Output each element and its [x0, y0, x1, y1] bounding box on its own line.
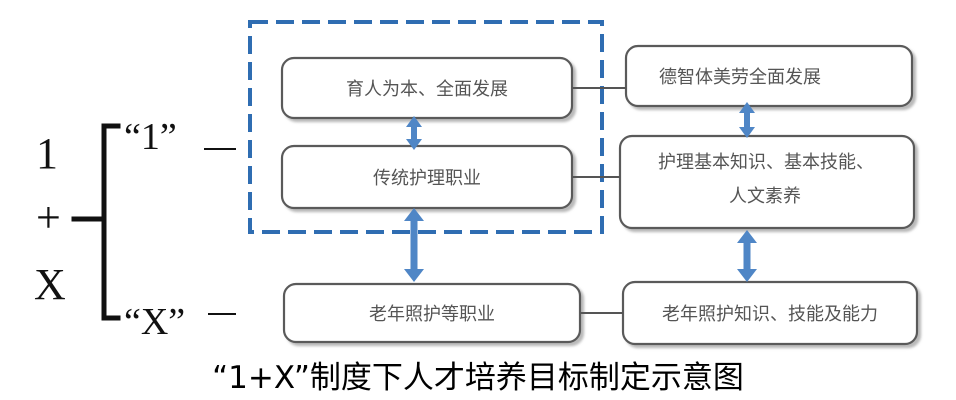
node-nursing-knowledge-line1: 护理基本知识、基本技能、 [658, 152, 874, 173]
node-nursing-knowledge-box [618, 134, 916, 230]
node-elderly-care-jobs-text: 老年照护等职业 [369, 304, 495, 325]
node-elderly-care-skills-text: 老年照护知识、技能及能力 [662, 304, 878, 325]
left-label-1: 1 [36, 129, 58, 178]
arrow-left-bottom [404, 208, 424, 282]
arrow-right-top [739, 102, 755, 138]
left-label-x: X [34, 260, 66, 309]
node-moral-intellectual-physical-box [624, 44, 914, 108]
node-moral-intellectual-physical-text: 德智体美劳全面发展 [659, 67, 821, 88]
diagram-caption: “1+X”制度下人才培养目标制定示意图 [212, 360, 744, 396]
arrow-left-top [406, 116, 422, 150]
brace-line [71, 123, 121, 321]
left-label-plus: + [36, 193, 61, 242]
node-nursing-knowledge-line2: 人文素养 [729, 186, 801, 207]
node-holistic-development-text: 育人为本、全面发展 [346, 79, 508, 100]
dashed-focus-box [248, 20, 604, 234]
branch-label-1: “1” [124, 116, 177, 158]
arrow-right-bottom [737, 230, 757, 282]
node-traditional-nursing-text: 传统护理职业 [373, 168, 481, 189]
branch-label-x: “X” [124, 301, 185, 343]
